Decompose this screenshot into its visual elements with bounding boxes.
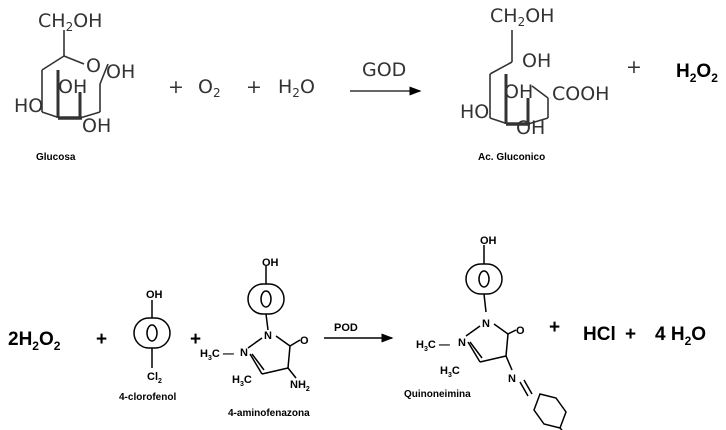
quinoneimine-n-methyl: H3C —	[416, 339, 450, 353]
god-enzyme-label: GOD	[362, 59, 406, 81]
aminophenazone-c-methyl: H3C	[232, 374, 252, 388]
water-formula: H2O	[278, 76, 315, 100]
hydrogen-peroxide-formula: H2O2	[676, 61, 718, 85]
chlorophenol-cl2: Cl2	[147, 371, 162, 385]
oxygen-formula: O2	[198, 76, 221, 100]
gluconic-ch2oh-label: CH2OH	[490, 5, 554, 29]
glucose-anomeric-oh: OH	[106, 61, 135, 83]
gluconic-oh: OH	[516, 117, 545, 139]
plus-sign: +	[246, 76, 262, 98]
chlorophenol-caption: 4-clorofenol	[119, 392, 176, 403]
plus-sign: +	[168, 76, 184, 98]
gluconic-oh: OH	[504, 81, 533, 103]
gluconic-ho: HO	[460, 101, 489, 123]
quinoneimine-caption: Quinoneimina	[404, 389, 471, 400]
aminophenazone-structure	[247, 266, 301, 379]
aminophenazone-carbonyl-o: O	[300, 335, 309, 347]
glucose-structure	[41, 30, 109, 120]
aminophenazone-oh: OH	[262, 257, 279, 269]
glucose-caption: Glucosa	[36, 152, 76, 163]
chlorophenol-structure	[133, 300, 171, 368]
glucose-c4-oh: OH	[58, 76, 87, 98]
aminophenazone-nh2: NH2	[290, 379, 310, 393]
water-coefficient-formula: 4 H2O	[655, 324, 706, 348]
plus-sign: +	[96, 329, 107, 350]
plus-sign: +	[549, 317, 560, 338]
glucose-c3-ho: HO	[14, 95, 43, 117]
quinoneimine-carbonyl-o: O	[516, 325, 525, 337]
aminophenazone-n-methyl: H3C —	[200, 348, 234, 362]
gluconic-oh: OH	[522, 50, 551, 72]
quinoneimine-imine-n: N	[508, 373, 516, 385]
chlorophenol-oh: OH	[146, 289, 163, 301]
gluconic-acid-structure	[489, 30, 549, 126]
hydrogen-peroxide-coefficient: 2H2O2	[8, 329, 61, 353]
quinoneimine-structure	[465, 245, 567, 430]
glucose-ch2oh-label: CH2OH	[38, 10, 102, 34]
aminophenazone-n: N	[264, 330, 272, 342]
hcl-formula: HCl	[583, 324, 616, 345]
plus-sign: +	[190, 329, 201, 350]
quinoneimine-c-methyl: H3C	[440, 365, 460, 379]
quinoneimine-oh: OH	[480, 235, 497, 247]
quinoneimine-n: N	[458, 337, 466, 349]
glucose-ring-oxygen: O	[86, 55, 101, 77]
glucose-c2-oh: OH	[82, 115, 111, 137]
aminophenazone-n: N	[240, 347, 248, 359]
aminophenazone-caption: 4-aminofenazona	[228, 408, 310, 419]
gluconic-cooh: COOH	[552, 83, 609, 105]
pod-enzyme-label: POD	[334, 322, 358, 334]
plus-sign: +	[625, 324, 636, 345]
quinoneimine-n: N	[482, 318, 490, 330]
gluconic-caption: Ac. Gluconico	[478, 152, 545, 163]
plus-sign: +	[626, 56, 642, 78]
